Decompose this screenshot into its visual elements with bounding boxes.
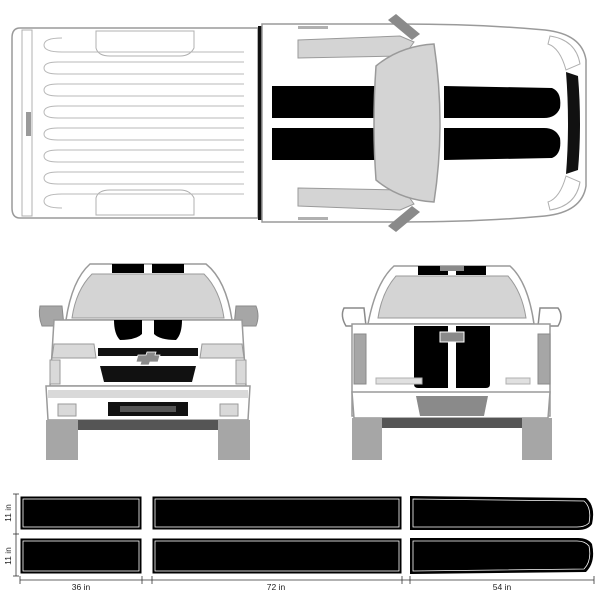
cab-divider	[258, 26, 262, 220]
door-handle-top	[298, 26, 328, 29]
truck-rear-view	[341, 265, 562, 460]
rear-tail-light-left	[353, 333, 367, 385]
rear-brake-light	[440, 266, 464, 271]
tailgate-latch	[26, 112, 31, 136]
side-mirror-bottom	[388, 206, 420, 232]
truck-front-view	[38, 263, 259, 460]
front-bumper-band	[48, 390, 248, 398]
front-fog-light-left	[57, 403, 77, 417]
front-headlight-right	[199, 343, 245, 359]
windshield-top-view	[373, 43, 441, 203]
front-lower-intake-bar	[120, 406, 176, 412]
rear-tailgate-handle	[439, 331, 465, 343]
dim-label-height-top: 11 in	[3, 504, 13, 522]
rear-mirror-right	[537, 307, 562, 327]
front-bumper-top-view	[566, 72, 580, 174]
headlight-bottom	[547, 175, 581, 211]
dim-label-length-rear: 54 in	[493, 582, 512, 592]
vertical-dimensions	[13, 493, 19, 577]
truck-top-view	[11, 14, 587, 232]
front-tire-right	[218, 420, 250, 460]
front-side-marker-left	[49, 359, 61, 385]
bed-ribs	[43, 37, 244, 209]
stripe-rear-bottom	[410, 538, 594, 574]
front-roof-stripe-left	[112, 264, 144, 273]
dim-label-length-middle: 72 in	[267, 582, 286, 592]
stripe-middle-top	[151, 495, 403, 531]
front-hood-stripe-right	[154, 320, 182, 340]
front-grille-lower	[100, 366, 196, 382]
rear-reflector-left	[375, 377, 423, 385]
stripe-pinstripes	[22, 498, 591, 572]
front-skid-plate	[78, 420, 218, 430]
rear-tire-right	[522, 418, 552, 460]
stripe-kit: 11 in 11 in 36 in 72 in 54 in	[3, 493, 595, 592]
rear-tire-left	[352, 418, 382, 460]
dim-label-height-bottom: 11 in	[3, 547, 13, 565]
hood-stripe-top	[444, 86, 561, 118]
side-window-bottom	[297, 187, 415, 211]
front-fog-light-right	[219, 403, 239, 417]
rear-tail-light-right	[537, 333, 551, 385]
stripe-rear-top	[410, 496, 594, 530]
door-handle-bottom	[298, 217, 328, 220]
rear-roof-stripe-left	[418, 266, 448, 275]
rear-window	[377, 275, 527, 319]
rear-license-recess	[416, 396, 488, 416]
hood-stripe-bottom	[444, 128, 561, 160]
front-hood-stripe-left	[114, 320, 142, 340]
front-side-marker-right	[235, 359, 247, 385]
front-roof-stripe-right	[152, 264, 184, 273]
headlight-top	[547, 35, 581, 71]
bowtie-emblem	[135, 351, 161, 366]
truck-bed	[11, 27, 259, 219]
rear-reflector-right	[505, 377, 531, 385]
roof-stripe-bottom	[272, 128, 378, 160]
stripe-middle-bottom	[151, 537, 403, 575]
horizontal-dimensions	[19, 576, 595, 584]
rear-underbody	[382, 418, 522, 428]
roof-stripe-top	[272, 86, 378, 118]
stripe-front-top	[19, 495, 143, 531]
side-mirror-top	[388, 14, 420, 40]
front-tire-left	[46, 420, 78, 460]
front-headlight-left	[51, 343, 97, 359]
stripe-front-bottom	[19, 537, 143, 575]
dim-label-length-front: 36 in	[72, 582, 91, 592]
rear-roof-stripe-right	[456, 266, 486, 275]
front-windshield	[71, 273, 225, 319]
